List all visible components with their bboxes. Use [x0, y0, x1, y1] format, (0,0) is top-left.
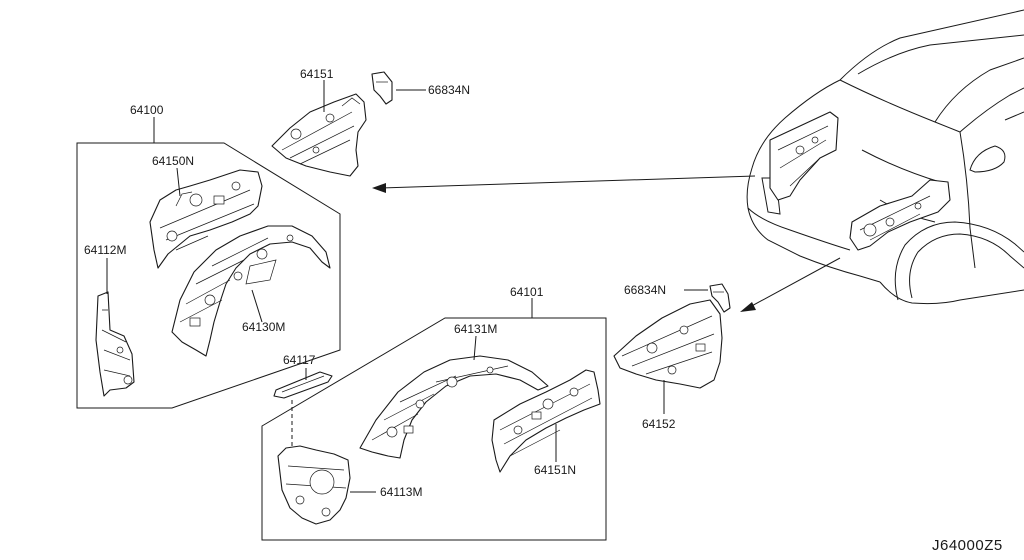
label-66834n-top: 66834N — [428, 83, 470, 97]
part-64151n — [491, 369, 601, 473]
label-64131m: 64131M — [454, 322, 497, 336]
label-64117: 64117 — [283, 353, 316, 367]
label-64112m: 64112M — [84, 243, 126, 257]
label-64150n: 64150N — [152, 154, 194, 168]
part-66834n-top — [371, 71, 393, 105]
label-64151n: 64151N — [534, 463, 576, 477]
label-64100: 64100 — [130, 103, 164, 117]
assembly-box-64101 — [261, 298, 607, 541]
label-64101: 64101 — [510, 285, 544, 299]
part-64131m — [359, 355, 549, 459]
part-64151 — [271, 93, 367, 177]
vehicle-outline — [746, 9, 1024, 305]
part-64152 — [613, 299, 723, 389]
assembly-box-64100 — [76, 117, 341, 409]
pointer-arrows — [372, 175, 841, 312]
part-64117 — [273, 371, 333, 450]
part-64150n — [149, 169, 263, 269]
part-labels: 64100 64150N 64112M 64130M 64151 66834N … — [84, 67, 1003, 554]
label-64130m: 64130M — [242, 320, 285, 334]
label-66834n-right: 66834N — [624, 283, 666, 297]
label-64151: 64151 — [300, 67, 334, 81]
leader-lines — [106, 80, 708, 493]
part-64112m — [95, 291, 135, 397]
part-66834n-right — [709, 283, 731, 313]
label-64152: 64152 — [642, 417, 676, 431]
diagram-code: J64000Z5 — [932, 537, 1003, 554]
part-64113m — [277, 445, 351, 525]
part-64130m — [171, 225, 331, 357]
label-64113m: 64113M — [380, 485, 422, 499]
